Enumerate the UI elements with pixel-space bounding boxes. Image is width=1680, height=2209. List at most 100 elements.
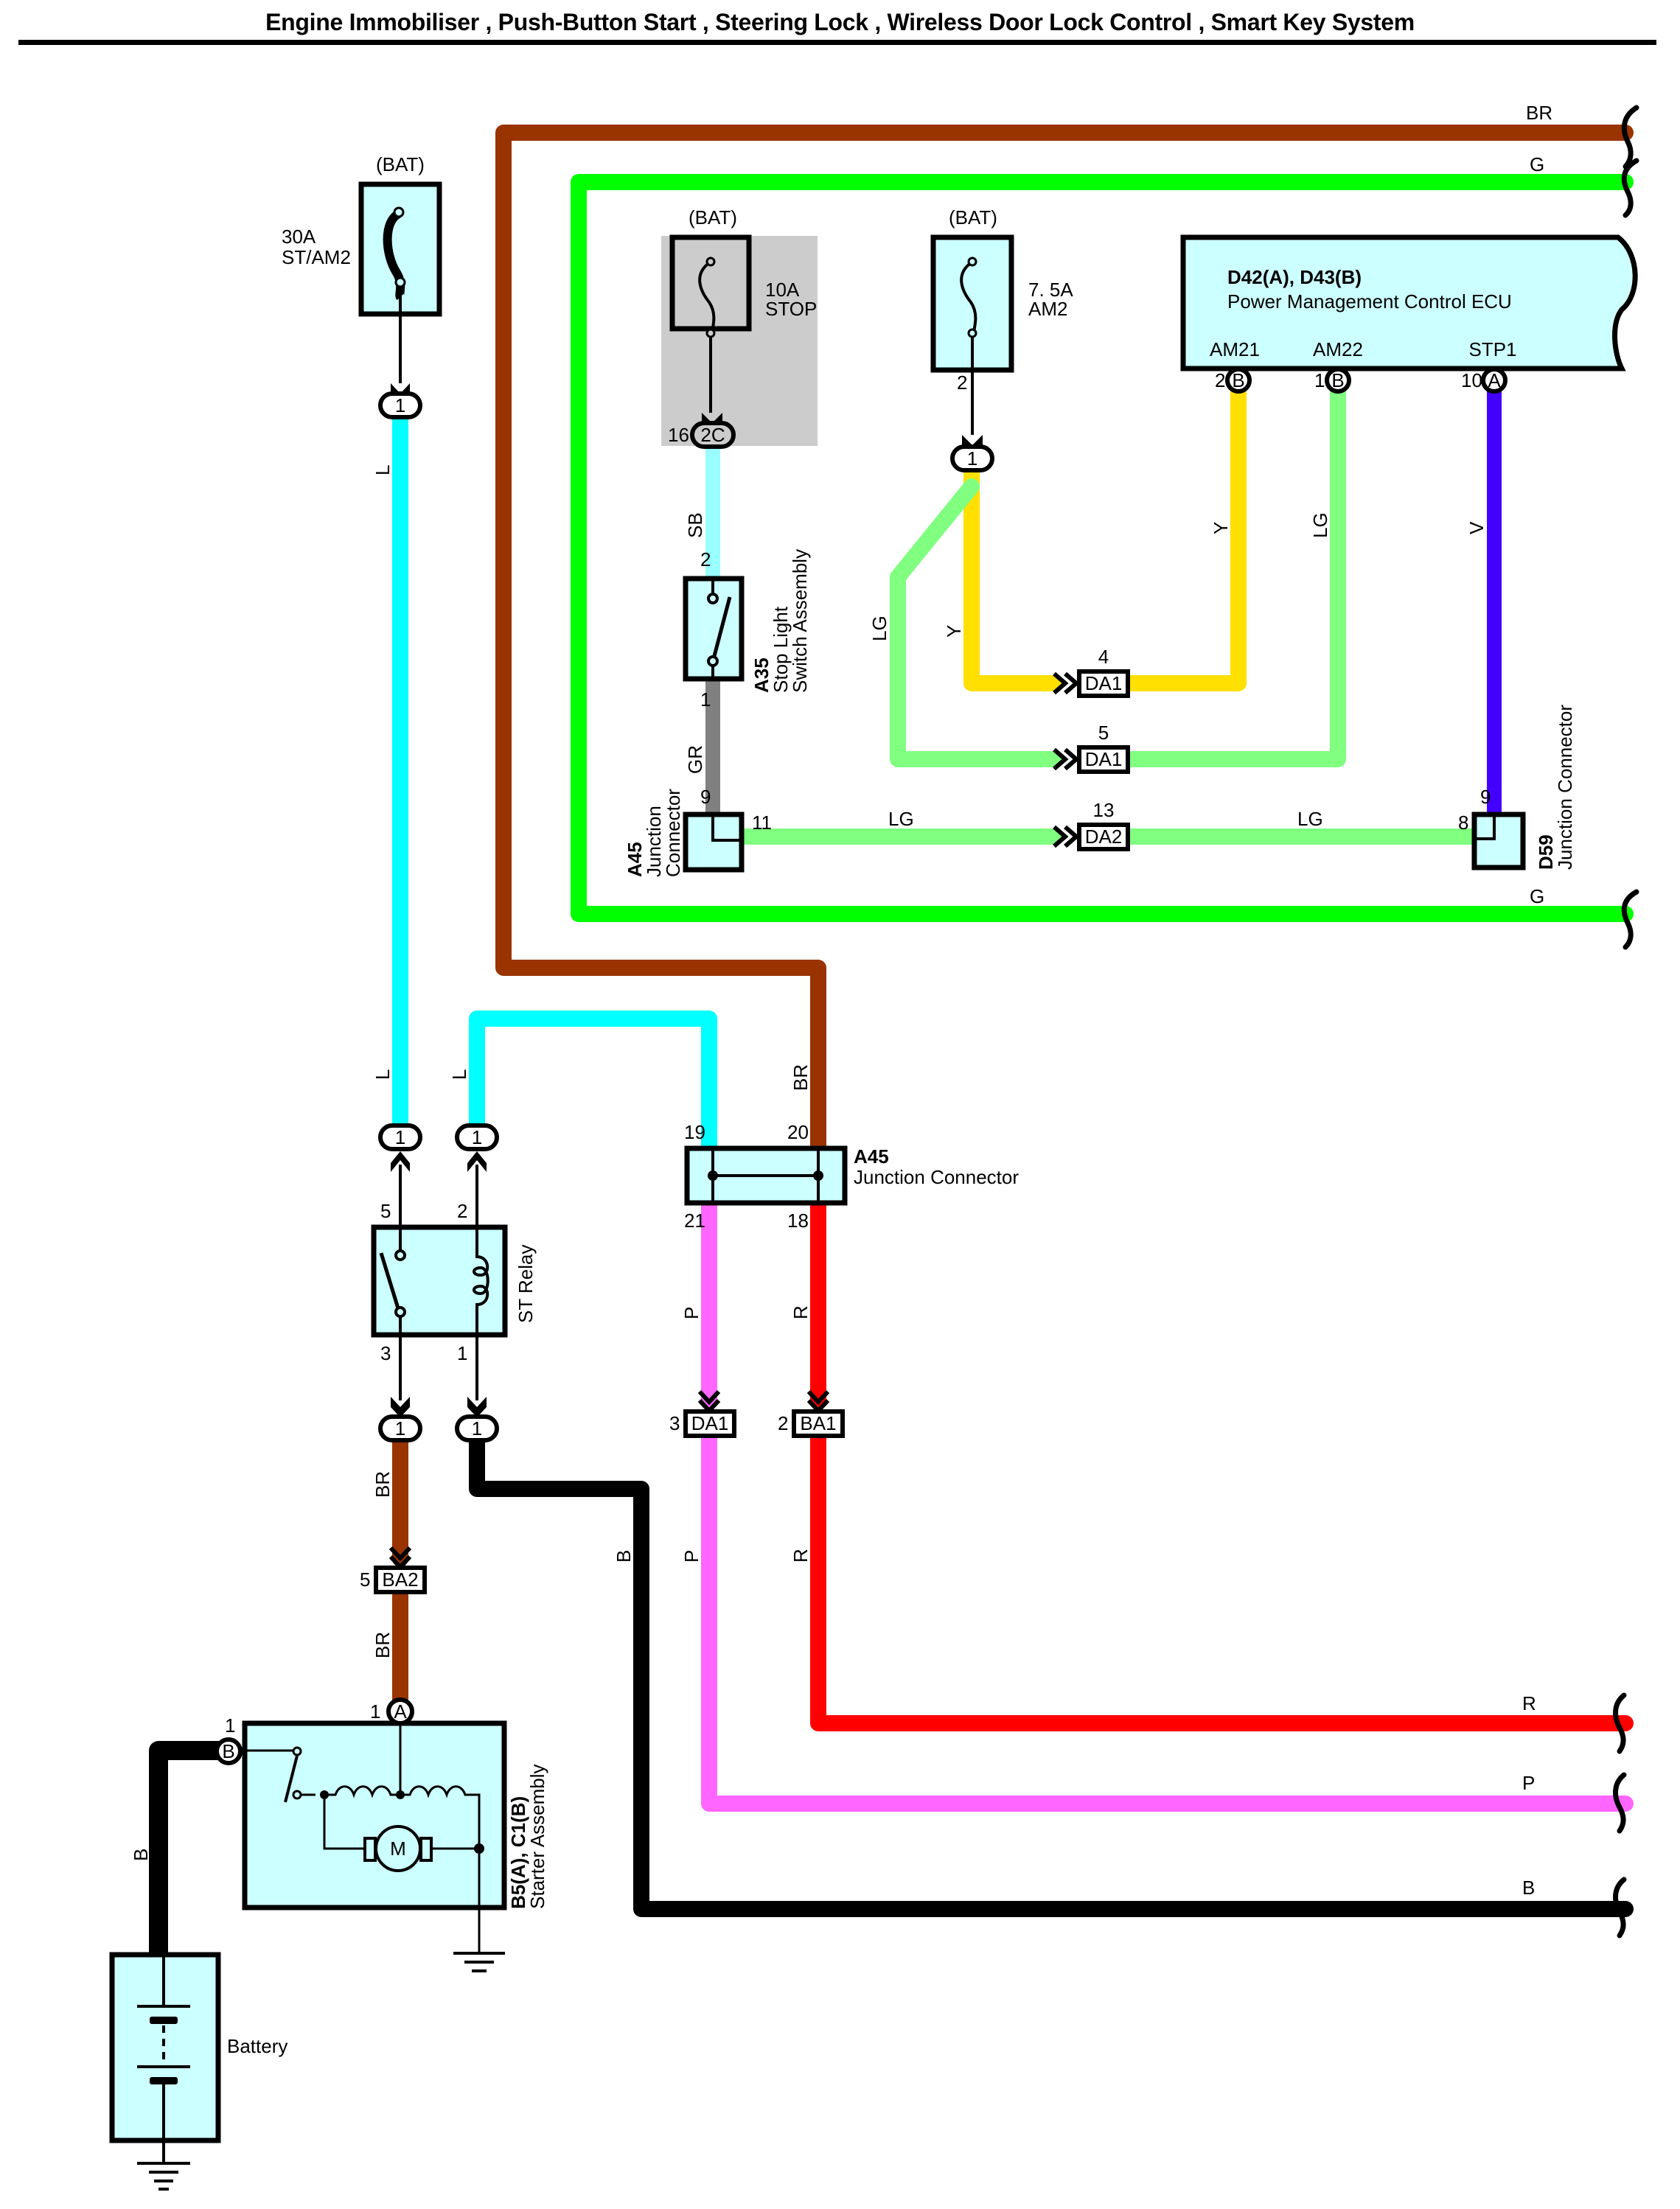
svg-text:1: 1 — [472, 1126, 482, 1148]
connector-da1-3: DA1 3 — [669, 1389, 736, 1438]
svg-text:13: 13 — [1093, 799, 1115, 821]
wire-label: V — [1465, 521, 1488, 534]
starter-pin-a: A 1 — [370, 1697, 414, 1725]
svg-text:1: 1 — [395, 394, 405, 416]
fuse-st-am2-source: (BAT) — [376, 153, 425, 175]
fuse-am2-pin: 2 — [957, 371, 967, 394]
wire-label: BR — [790, 1064, 812, 1091]
svg-text:B: B — [1232, 369, 1244, 391]
ecu-power-management: D42(A), D43(B) Power Management Control … — [1180, 234, 1638, 371]
connector-ba1-2: BA1 2 — [778, 1389, 845, 1438]
wire-label: P — [680, 1550, 703, 1563]
fuse-stop-rating: 10A — [765, 279, 800, 301]
stop-switch-pin-top: 2 — [700, 548, 711, 570]
connector-relay-2: 1 — [455, 1123, 499, 1172]
svg-text:2: 2 — [1215, 369, 1225, 391]
wire-label: LG — [1309, 512, 1331, 538]
wire-b-relay — [469, 1433, 1634, 1917]
junction-connector-d59: 9 8 D59 Junction Connector — [1458, 705, 1576, 870]
svg-text:1: 1 — [1314, 369, 1325, 391]
wire-label: L — [448, 1069, 470, 1080]
wire-lg-upper — [890, 383, 1346, 767]
ground-icon — [137, 2162, 190, 2191]
connector-am2: 1 — [950, 435, 994, 472]
switch-contact-icon — [712, 596, 732, 657]
connector-stop-2c: 2C 16 — [668, 413, 736, 449]
fuse-am2-name: AM2 — [1028, 298, 1067, 320]
fuse-am2-source: (BAT) — [949, 206, 997, 228]
wire-label: R — [1522, 1692, 1536, 1714]
a45-top-pin-in: 9 — [700, 786, 711, 808]
ecu-pin-label-am21: AM21 — [1210, 338, 1260, 360]
svg-text:B: B — [222, 1740, 234, 1762]
svg-text:1: 1 — [395, 1126, 405, 1148]
relay-coil-icon — [473, 1165, 489, 1400]
starter-assembly: M B5(A), C1(B) Starter Assembly — [230, 1720, 548, 1972]
wire-label: L — [372, 1069, 394, 1080]
battery-label: Battery — [227, 2035, 287, 2057]
ecu-pin-label-am22: AM22 — [1313, 338, 1363, 360]
fuse-stop-source: (BAT) — [689, 206, 737, 228]
connector-st-am2: 1 — [378, 383, 422, 419]
ecu-name: Power Management Control ECU — [1227, 290, 1512, 313]
a45-top-pin-out: 11 — [752, 812, 772, 834]
break-mark-g-top — [1621, 158, 1639, 218]
connector-da1-4: DA1 4 — [1053, 646, 1130, 698]
svg-text:1: 1 — [472, 1417, 482, 1439]
fuse-element-icon — [960, 261, 977, 336]
wire-label: BR — [1526, 102, 1552, 124]
svg-text:1: 1 — [395, 1417, 405, 1439]
fuse-stop-name: STOP — [765, 298, 817, 320]
wire-label: SB — [684, 512, 706, 538]
ecu-pin-am22: B 1 — [1314, 367, 1351, 394]
svg-text:2: 2 — [778, 1412, 788, 1434]
a45-top-name-2: Connector — [662, 789, 684, 877]
stop-switch-pin-bottom: 1 — [700, 688, 711, 711]
connector-ba2-5: BA2 5 — [360, 1546, 427, 1594]
d59-pin-left: 8 — [1458, 812, 1468, 834]
fuse-am2: (BAT) 7. 5A AM2 2 — [930, 206, 1073, 435]
fuse-am2-rating: 7. 5A — [1028, 279, 1073, 301]
relay-pin-3: 3 — [380, 1342, 391, 1364]
fuse-element-icon — [698, 261, 716, 336]
ecu-pin-label-stp1: STP1 — [1468, 338, 1516, 360]
d59-id: D59 — [1535, 834, 1557, 870]
wire-label: L — [372, 465, 394, 475]
starter-id: B5(A), C1(B) — [507, 1796, 529, 1909]
wire-p — [701, 1193, 1634, 1812]
wire-label: BR — [372, 1632, 394, 1658]
wire-b-battery — [149, 1741, 231, 1970]
wire-label: R — [790, 1305, 812, 1319]
a45-mid-id: A45 — [854, 1145, 889, 1168]
svg-text:10: 10 — [1461, 369, 1482, 391]
motor-label: M — [390, 1838, 406, 1860]
svg-text:4: 4 — [1098, 646, 1109, 668]
ecu-pin-stp1: A 10 — [1461, 367, 1508, 394]
ground-icon — [453, 1952, 505, 1972]
connector-relay-3: 1 — [378, 1397, 422, 1442]
wire-label: LG — [1297, 808, 1323, 830]
svg-text:A: A — [1488, 369, 1501, 391]
st-relay: 5 2 3 1 ST Relay — [371, 1165, 537, 1400]
wire-br-main — [495, 125, 1634, 1154]
wire-label: P — [1522, 1772, 1535, 1794]
svg-text:BA2: BA2 — [382, 1568, 418, 1591]
svg-text:DA1: DA1 — [1085, 672, 1123, 694]
battery: Battery — [109, 1952, 287, 2191]
starter-name: Starter Assembly — [526, 1764, 548, 1909]
svg-text:B: B — [1331, 369, 1344, 391]
connector-stop-pin: 16 — [668, 424, 689, 446]
relay-pin-1: 1 — [457, 1342, 467, 1364]
a45-mid-pin-21: 21 — [684, 1210, 705, 1232]
svg-text:1: 1 — [370, 1700, 380, 1723]
svg-text:1: 1 — [225, 1714, 235, 1737]
svg-text:2C: 2C — [700, 424, 725, 446]
relay-pin-5: 5 — [380, 1200, 391, 1222]
stop-switch-id: A35 — [750, 657, 773, 693]
wire-label: GR — [684, 745, 706, 774]
break-mark-br — [1621, 105, 1639, 170]
ecu-pin-am21: B 2 — [1215, 367, 1252, 394]
wire-l-relay2 — [469, 1011, 717, 1154]
svg-text:BA1: BA1 — [800, 1412, 836, 1434]
